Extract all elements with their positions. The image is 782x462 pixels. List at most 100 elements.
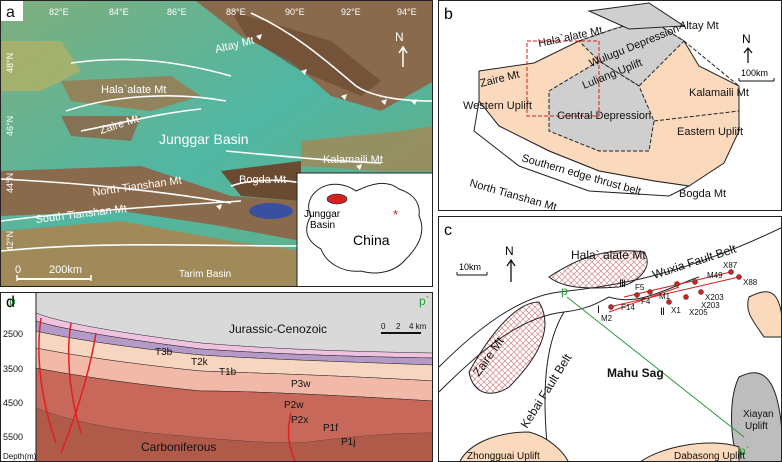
lat-tick: 48°N [5, 53, 15, 73]
dabasong-uplift [641, 442, 740, 461]
svg-text:F4: F4 [641, 297, 651, 306]
lon-tick: 94°E [397, 7, 417, 17]
label-halaalate: Hala`alate Mt [101, 84, 166, 96]
section-line [566, 296, 745, 438]
label-halaalate: Hala` alate Mt [571, 248, 646, 262]
label-junggar-basin: Junggar Basin [159, 131, 249, 147]
label-jurassic: Jurassic-Cenozoic [229, 322, 327, 336]
svg-text:X1: X1 [671, 306, 681, 315]
scale-bar-a: 0 200km [15, 264, 92, 281]
section-start-label: p [561, 284, 568, 298]
svg-text:P3w: P3w [291, 379, 311, 390]
map-c-canvas: p p` F5 M49 X87 X88 F14 F4 M1 X203 X203 … [439, 217, 781, 462]
section-end-label: p` [739, 444, 750, 458]
lat-tick: 44°N [5, 173, 15, 193]
map-b-canvas: Altay Mt Hala`alate Mt Wulugu Depression… [439, 1, 781, 210]
svg-text:0: 0 [15, 264, 21, 276]
study-area-box [526, 40, 600, 117]
svg-text:Depth(m): Depth(m) [3, 452, 37, 461]
panel-c-study-area: p p` F5 M49 X87 X88 F14 F4 M1 X203 X203 … [438, 216, 782, 462]
svg-text:X203: X203 [701, 301, 720, 310]
map-a-canvas: 82°E 84°E 86°E 88°E 90°E 92°E 94°E 48°N … [1, 1, 432, 286]
scale-d: 0 2 4 km [381, 322, 427, 334]
capital-star-icon: * [393, 207, 398, 222]
label-mahu-sag: Mahu Sag [607, 366, 664, 380]
svg-text:X205: X205 [689, 308, 708, 317]
svg-text:200km: 200km [49, 264, 82, 276]
thrust-teeth [216, 34, 417, 210]
svg-text:P1f: P1f [323, 423, 338, 434]
faults [38, 317, 296, 461]
section-end: p` [419, 294, 430, 308]
panel-letter: a [6, 4, 15, 21]
svg-text:Ⅰ: Ⅰ [597, 305, 600, 316]
lon-tick: 82°E [49, 7, 69, 17]
well-labels: F5 M49 X87 X88 F14 F4 M1 X203 X203 X205 … [601, 261, 758, 323]
lon-tick: 92°E [341, 7, 361, 17]
tianshan-relief [1, 166, 301, 241]
panel-b-tectonic-units: Altay Mt Hala`alate Mt Wulugu Depression… [438, 0, 782, 211]
svg-text:3500: 3500 [3, 364, 23, 374]
well-markers [608, 269, 742, 310]
svg-text:P2x: P2x [291, 415, 308, 426]
zone-labels: Ⅰ Ⅱ Ⅲ [597, 279, 665, 318]
section-start: p [9, 294, 16, 308]
svg-text:X87: X87 [723, 261, 738, 270]
zhongguai-uplift [459, 431, 569, 461]
label-carboniferous: Carboniferous [141, 440, 216, 454]
xiayan-uplift [731, 372, 781, 461]
north-arrow-icon [506, 258, 516, 282]
scale-bar [738, 78, 775, 82]
label-central-depression: Central Depression [557, 110, 651, 122]
label-eastern-uplift: Eastern Uplift [677, 126, 743, 138]
halaalate-mt-area [548, 250, 648, 289]
svg-text:2: 2 [396, 322, 401, 331]
svg-text:0: 0 [381, 322, 386, 331]
svg-text:M1: M1 [659, 292, 671, 301]
wuxia-fault-boundary [439, 227, 781, 368]
svg-text:P2w: P2w [284, 400, 304, 411]
svg-text:4 km: 4 km [409, 322, 427, 331]
label-altay: Altay Mt [679, 20, 719, 32]
label-kalamaili: Kalamaili Mt [689, 87, 749, 99]
southern-edge-belt [473, 99, 691, 197]
svg-text:X203: X203 [705, 293, 724, 302]
kebai-fault-boundary [544, 311, 565, 461]
scale-bar [456, 272, 488, 276]
label-dabasong: Dabasong Uplift [674, 451, 745, 462]
label-bogda: Bogda Mt [679, 188, 726, 200]
depth-axis: 2500 3500 4500 5500 Depth(m) [3, 329, 37, 461]
lon-tick: 90°E [285, 7, 305, 17]
section-canvas: 2500 3500 4500 5500 Depth(m) p p` 0 2 4 … [1, 293, 432, 461]
svg-text:P1j: P1j [341, 437, 355, 448]
label-kalamaili: Kalamaili Mt [323, 154, 383, 166]
fault-lines [1, 12, 432, 252]
label-western-uplift: Western Uplift [463, 100, 532, 112]
svg-text:M2: M2 [601, 314, 613, 323]
zaire-mt-area [468, 301, 546, 394]
north-arrow-icon [398, 45, 408, 67]
lon-tick: 86°E [167, 7, 187, 17]
svg-text:Ⅲ: Ⅲ [619, 279, 626, 290]
panel-letter: c [444, 222, 452, 239]
svg-text:5500: 5500 [3, 432, 23, 442]
label-bogda: Bogda Mt [239, 174, 286, 186]
svg-text:Ⅱ: Ⅱ [660, 307, 665, 318]
south-tianshan-relief [1, 221, 301, 286]
scale-label: 10km [459, 262, 481, 272]
layer-labels: Jurassic-Cenozoic T3b T2k T1b P3w P2w P2… [141, 322, 355, 454]
svg-text:F5: F5 [635, 283, 645, 292]
north-label: N [505, 244, 514, 258]
svg-text:T1b: T1b [219, 367, 237, 378]
lon-tick: 84°E [109, 7, 129, 17]
label-tarim: Tarim Basin [179, 269, 231, 280]
svg-text:F14: F14 [621, 303, 635, 312]
svg-text:2500: 2500 [3, 329, 23, 339]
panel-letter: b [444, 6, 453, 23]
svg-text:T3b: T3b [155, 347, 173, 358]
scale-label: 100km [741, 68, 768, 78]
north-arrow-icon [743, 46, 753, 63]
